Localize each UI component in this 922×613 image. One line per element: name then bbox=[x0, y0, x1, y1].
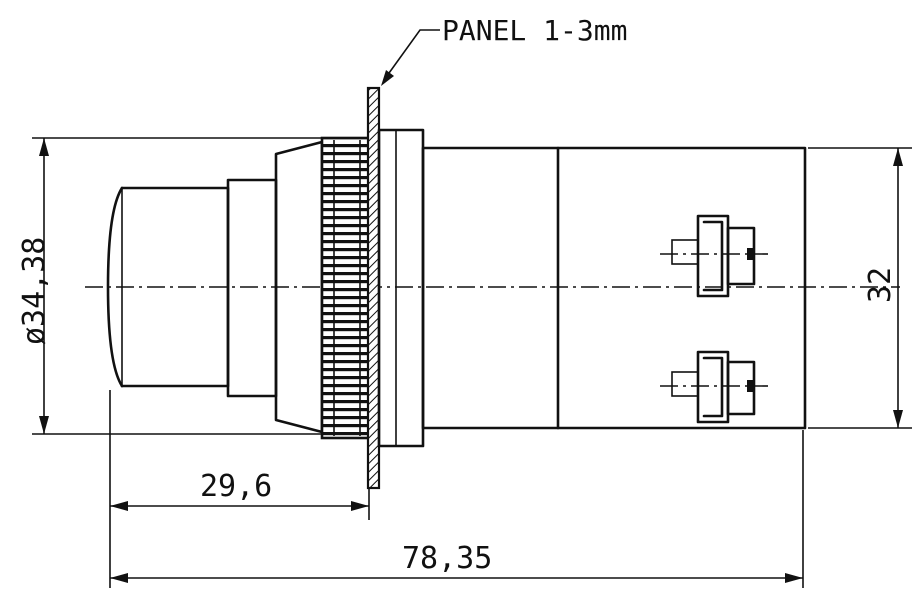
height-dimension-label: 32 bbox=[863, 267, 898, 303]
diameter-dimension bbox=[32, 137, 322, 435]
front-dimension bbox=[109, 390, 370, 588]
panel-leader bbox=[381, 29, 440, 86]
overall-dimension-label: 78,35 bbox=[402, 541, 492, 576]
step-collar bbox=[226, 178, 278, 398]
terminal-screw-lower bbox=[660, 350, 768, 424]
panel bbox=[366, 86, 381, 490]
main-body bbox=[421, 146, 807, 430]
diameter-dimension-label: ø34,38 bbox=[17, 237, 52, 345]
knurled-ring bbox=[320, 136, 374, 440]
terminal-screw-upper bbox=[660, 214, 768, 298]
panel-note: PANEL 1-3mm bbox=[442, 14, 627, 47]
height-dimension bbox=[808, 147, 912, 429]
mounting-flange bbox=[377, 128, 425, 448]
front-dimension-label: 29,6 bbox=[200, 469, 272, 504]
overall-dimension bbox=[110, 430, 804, 588]
